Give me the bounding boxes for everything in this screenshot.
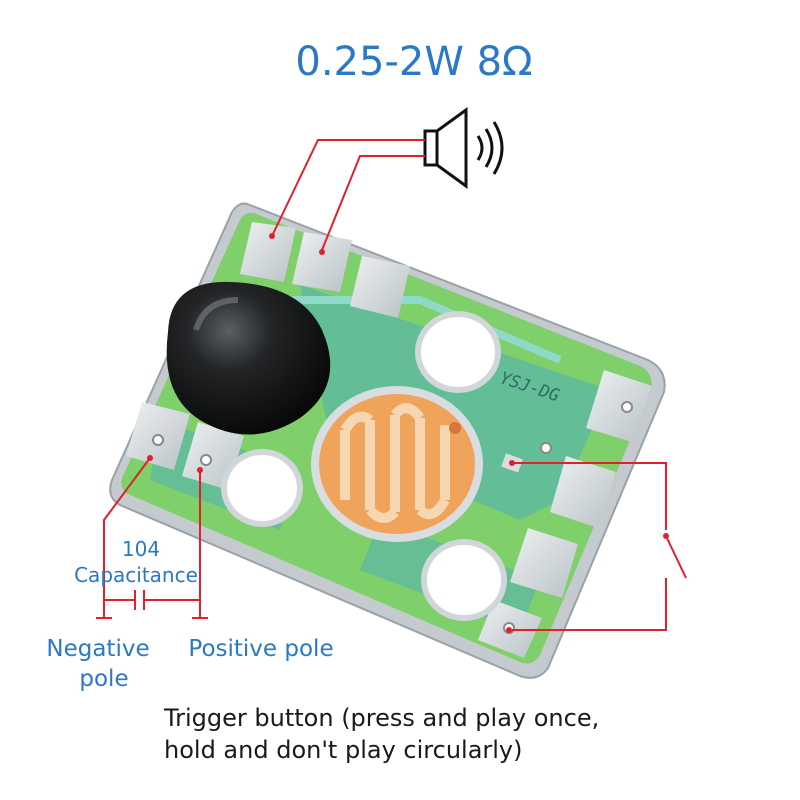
mounting-holes [221,311,507,621]
speaker-icon [423,107,504,189]
positive-pole-label: Positive pole [188,636,333,662]
capacitance-label: Capacitance [74,563,198,587]
pcb-board: YSJ-DG [109,202,666,679]
negative-pole-label-line1: Negative [46,636,149,662]
speaker-spec-title: 0.25-2W 8Ω [295,39,532,85]
epoxy-chip [166,281,331,435]
photoresistor [311,386,483,542]
capacitor-value-label: 104 [122,537,160,561]
switch-icon [663,533,687,579]
capacitor-wires [103,455,203,601]
speaker-wires [269,139,425,255]
trigger-wires [506,460,667,633]
capacitor-icon [134,590,145,610]
trigger-button-caption-line1: Trigger button (press and play once, [163,704,599,732]
negative-pole-label-line2: pole [79,666,128,692]
ground-icon [96,600,208,619]
trigger-button-caption-line2: hold and don't play circularly) [164,736,523,764]
